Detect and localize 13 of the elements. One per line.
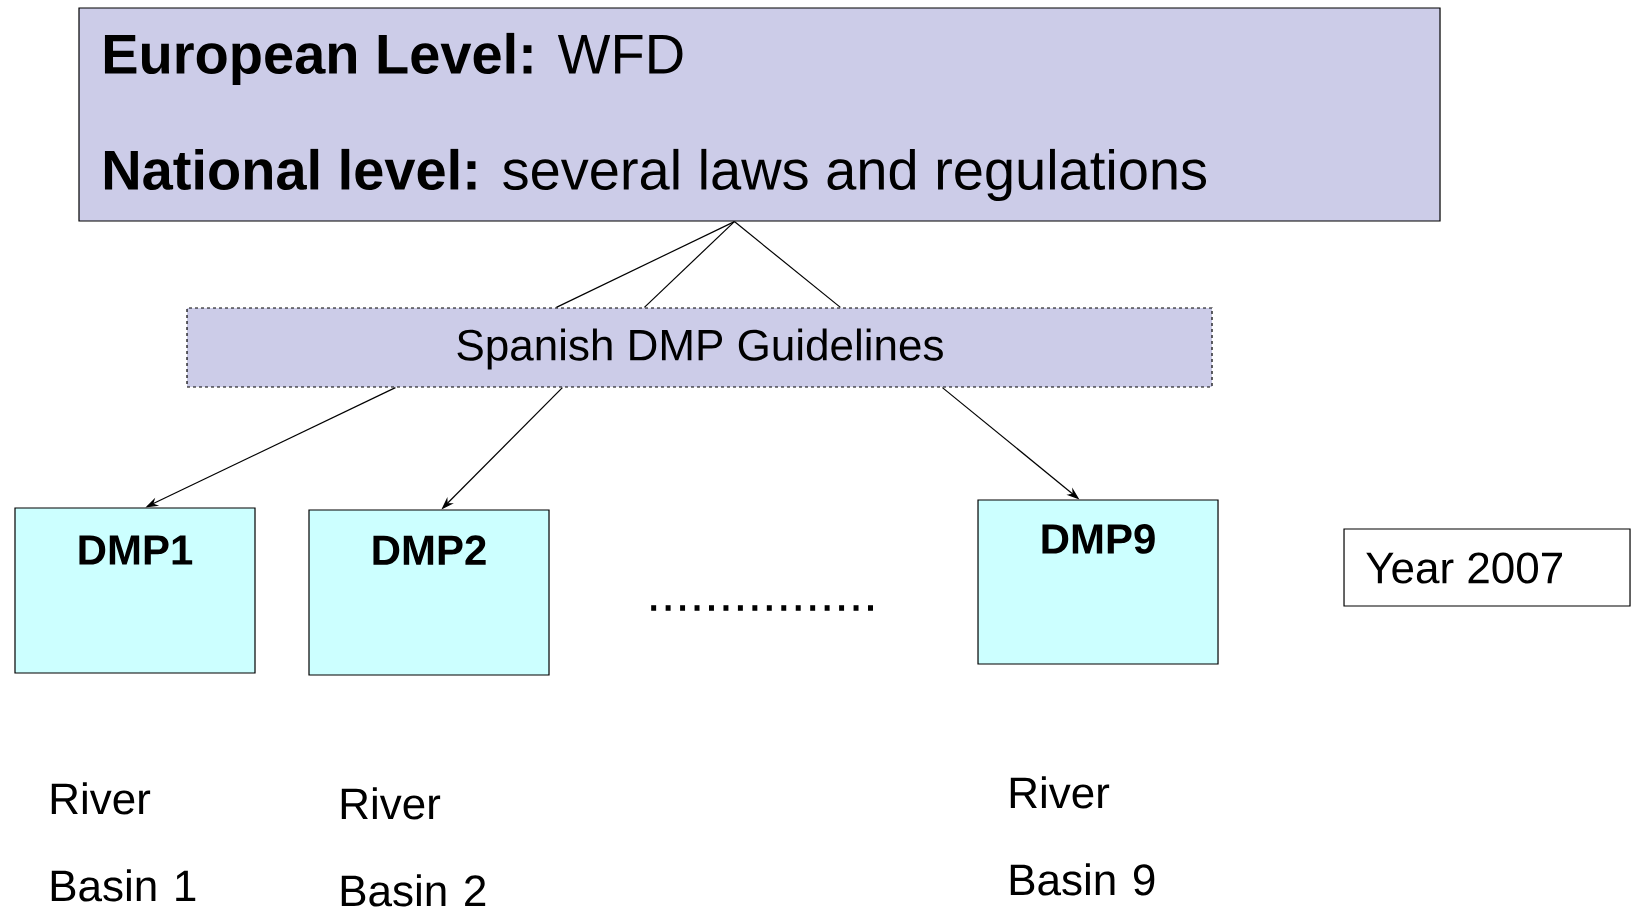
process-box: DMP1 [14, 507, 256, 674]
basin-label: River Basin 1 [51, 782, 196, 902]
basin-label: River Basin 9 [1010, 776, 1155, 896]
heading-box: European Level: WFD National level: several laws and regulations [78, 7, 1441, 222]
process-box: DMP9 [977, 499, 1219, 665]
connector-line [733, 221, 841, 308]
process-box: DMP2 [308, 509, 550, 676]
basin-label: River Basin 2 [341, 787, 486, 907]
guidelines-box: Spanish DMP Guidelines [186, 307, 1213, 388]
year-box: Year 2007 [1343, 528, 1631, 607]
connector-line [555, 221, 735, 308]
ellipsis-text: ................ [651, 605, 873, 611]
connector-line [643, 221, 735, 308]
